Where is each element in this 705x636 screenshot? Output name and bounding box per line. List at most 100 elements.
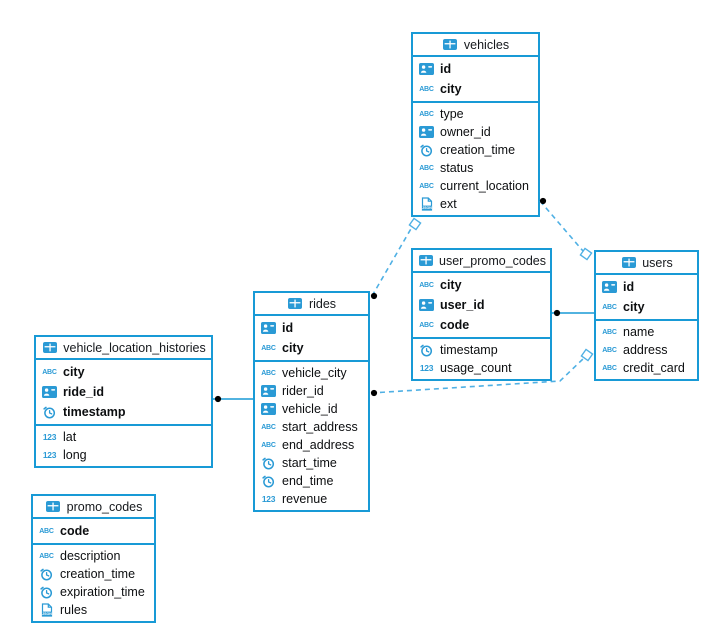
table-icon [41,342,58,353]
text-icon-glyph: ABC [39,527,54,535]
field-name: revenue [282,492,328,506]
text-icon-glyph: ABC [419,110,434,118]
field-row-rider_id: rider_id [255,382,368,400]
text-icon-glyph: ABC [261,344,276,352]
text-icon-glyph: ABC [419,164,434,172]
field-row-ride_id: ride_id [36,382,211,402]
one-side-marker [580,348,594,362]
table-header-vehicle_location_histories[interactable]: vehicle_location_histories [36,337,211,360]
text-icon: ABC [41,369,58,376]
json-icon: JSON [418,197,435,211]
field-name: end_time [282,474,334,488]
number-icon: 123 [41,433,58,442]
field-name: description [60,549,121,563]
field-name: timestamp [63,405,126,419]
text-icon: ABC [418,183,435,190]
field-name: start_time [282,456,337,470]
text-icon: ABC [418,111,435,118]
text-icon: ABC [601,329,618,336]
field-row-expiration_time: expiration_time [33,583,154,601]
table-icon [287,298,304,309]
number-icon: 123 [41,451,58,460]
table-header-users[interactable]: users [596,252,697,275]
table-title: vehicles [463,37,510,52]
field-name: id [440,62,452,76]
field-row-timestamp: timestamp [413,341,550,359]
many-side-dot-marker [370,389,378,397]
table-title: users [642,255,673,270]
table-title: user_promo_codes [439,253,547,268]
field-row-lat: 123 lat [36,428,211,446]
field-name: city [623,300,645,314]
table-header-user_promo_codes[interactable]: user_promo_codes [413,250,550,273]
text-icon-glyph: ABC [42,368,57,376]
text-icon: ABC [601,365,618,372]
text-icon: ABC [601,304,618,311]
timestamp-icon [418,144,435,157]
field-row-creation_time: creation_time [413,141,538,159]
field-row-start_time: start_time [255,454,368,472]
text-icon-glyph: ABC [261,369,276,377]
timestamp-icon [260,475,277,488]
text-icon: ABC [418,165,435,172]
field-name: end_address [282,438,355,452]
field-name: id [623,280,635,294]
table-header-rides[interactable]: rides [255,293,368,316]
field-name: user_id [440,298,485,312]
field-name: city [63,365,85,379]
timestamp-icon [38,568,55,581]
many-side-dot-marker [539,197,547,205]
relationship-line-vehicles-users [539,200,584,252]
field-name: usage_count [440,361,512,375]
text-icon-glyph: ABC [602,364,617,372]
text-icon: ABC [601,347,618,354]
field-name: credit_card [623,361,685,375]
one-side-marker [408,217,422,231]
text-icon-glyph: ABC [261,441,276,449]
one-side-marker [579,247,593,261]
table-title: vehicle_location_histories [63,340,206,355]
table-icon [620,257,637,268]
field-name: city [440,278,462,292]
field-name: city [282,341,304,355]
field-row-id: id [413,59,538,79]
json-icon: JSON [38,603,55,617]
text-icon: ABC [260,370,277,377]
timestamp-icon [418,344,435,357]
table-header-promo_codes[interactable]: promo_codes [33,496,154,519]
field-name: creation_time [440,143,516,157]
uuid-icon [260,403,277,415]
field-name: rider_id [282,384,324,398]
timestamp-icon [260,457,277,470]
field-name: lat [63,430,77,444]
table-icon [442,39,459,50]
field-row-end_address: ABC end_address [255,436,368,454]
table-header-vehicles[interactable]: vehicles [413,34,538,57]
field-row-vehicle_id: vehicle_id [255,400,368,418]
field-name: code [440,318,470,332]
field-row-city: ABC city [255,338,368,358]
table-title: rides [308,296,337,311]
